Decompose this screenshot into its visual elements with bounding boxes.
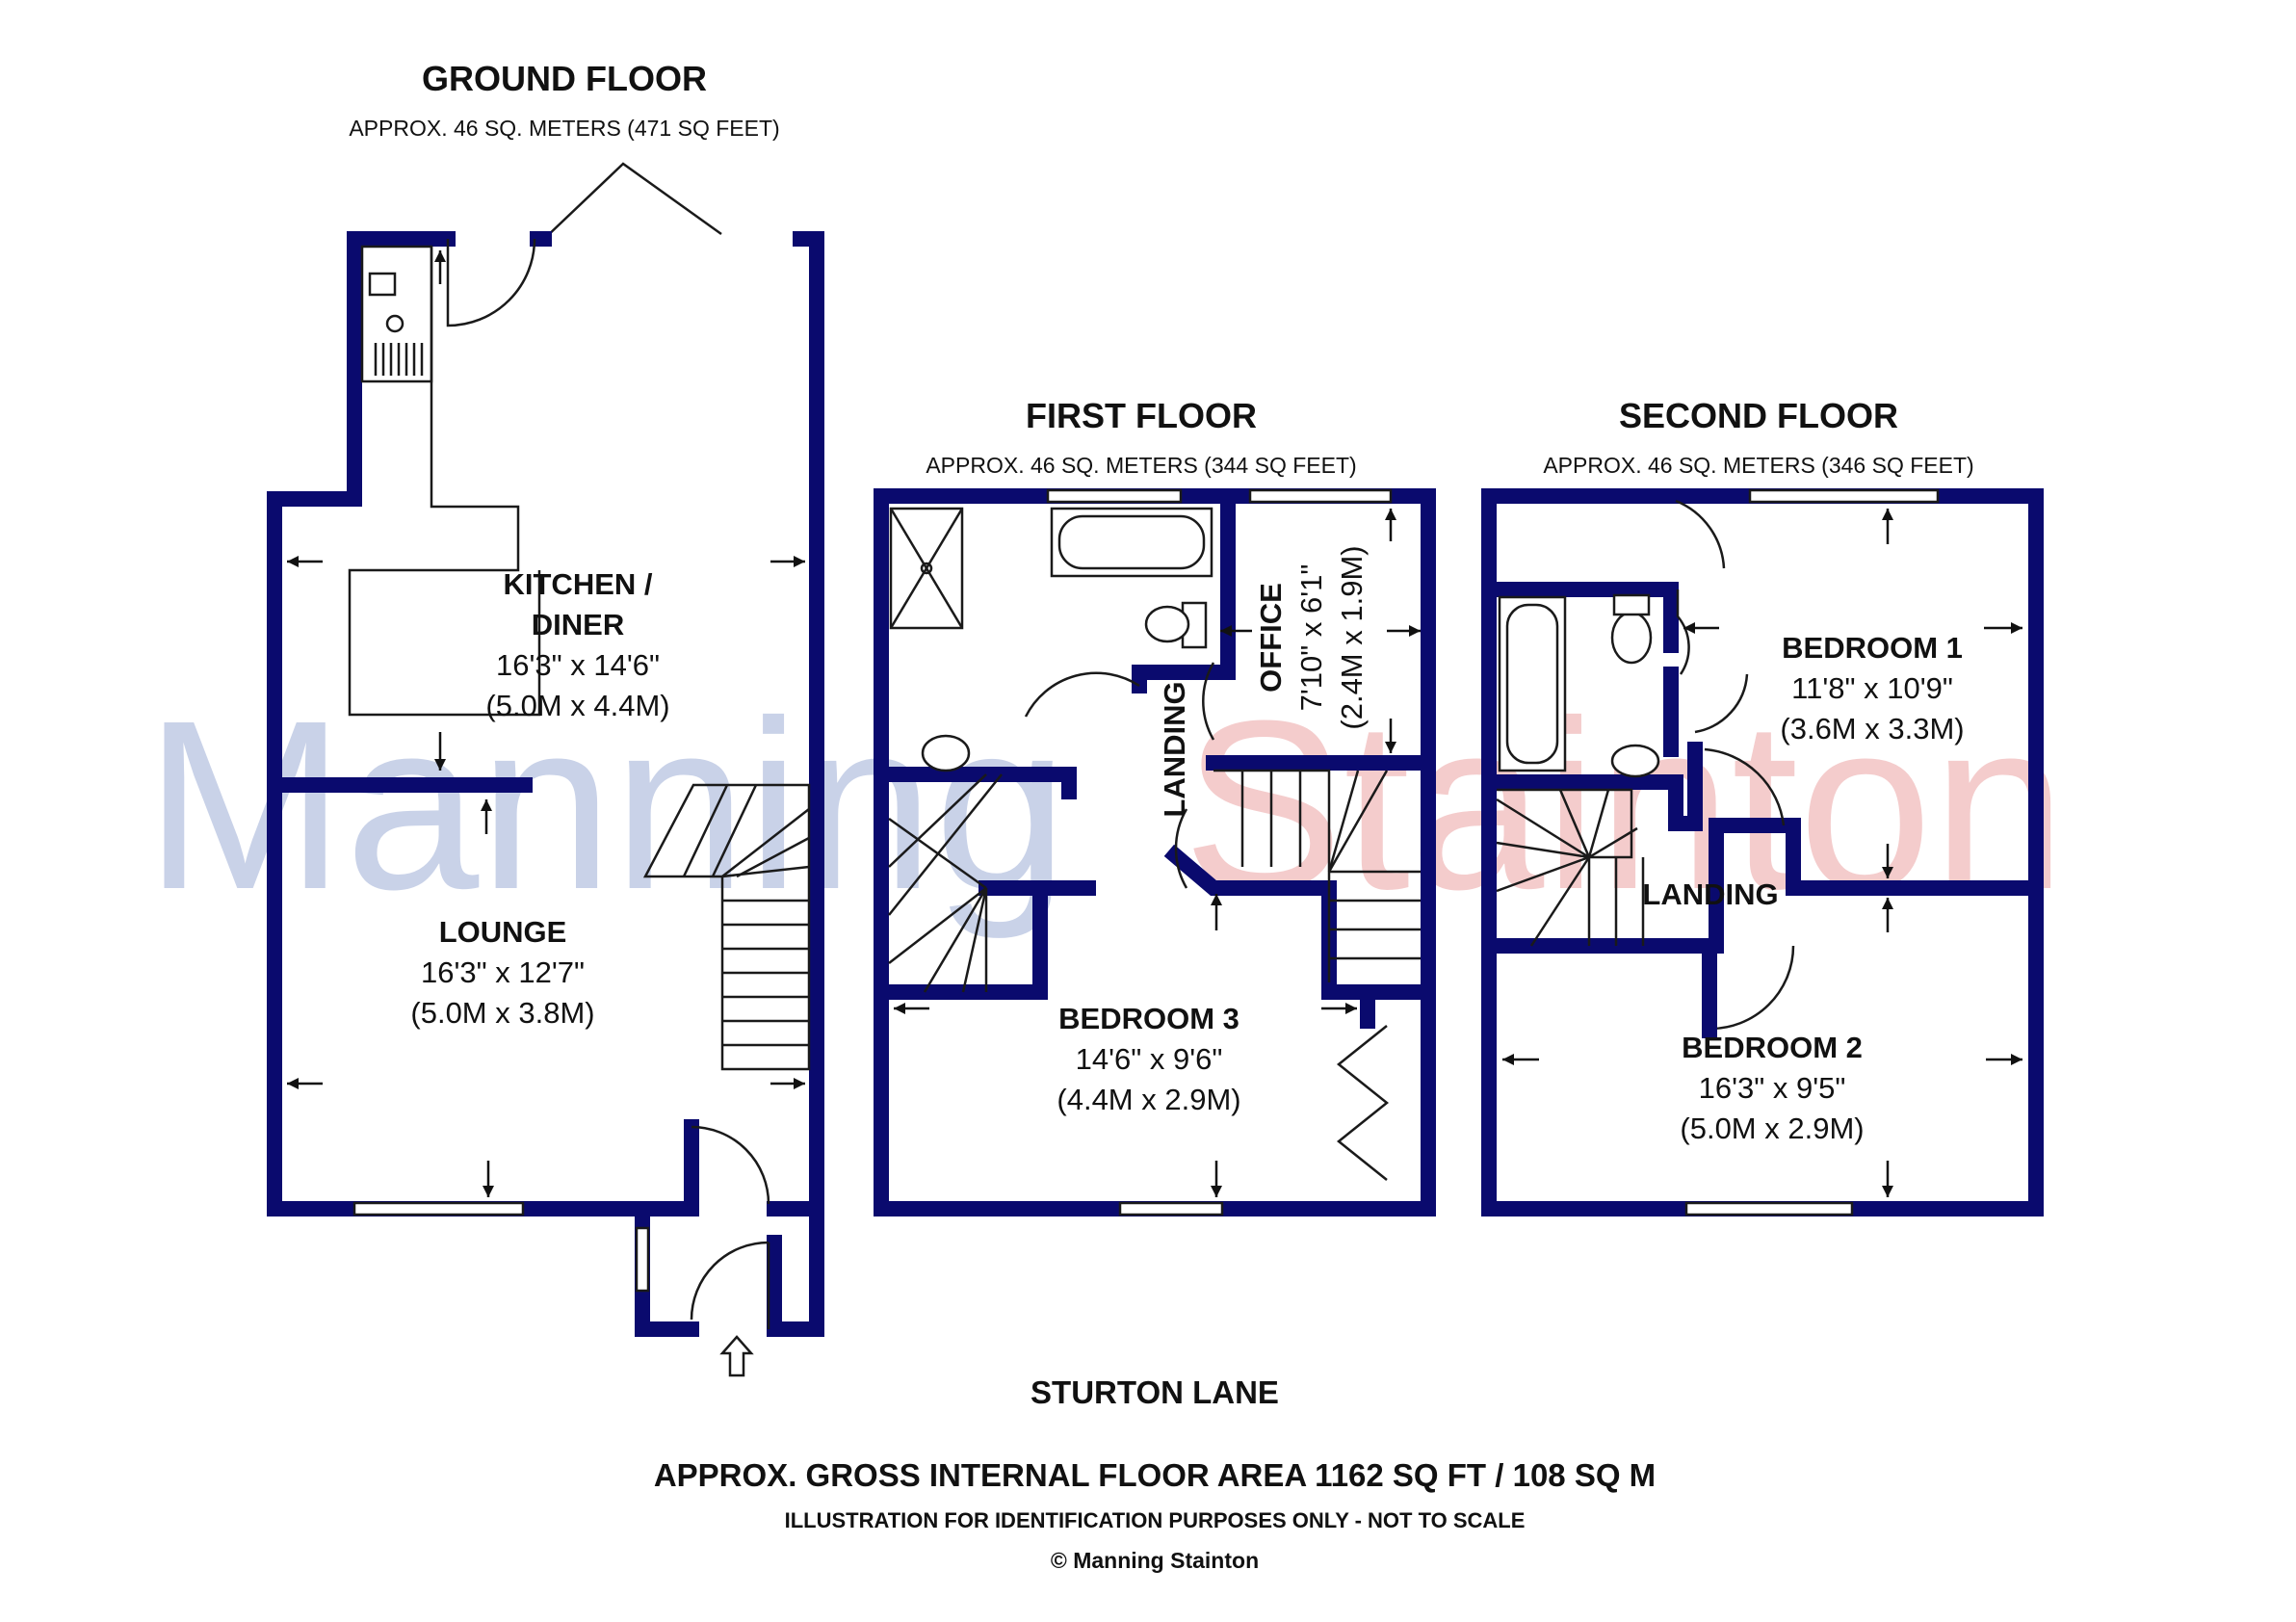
first-stairs-left [888,773,1003,993]
second-toilet-cistern [1612,593,1651,616]
ensuite-north-wall [1489,582,1679,624]
second-floor-area: APPROX. 46 SQ. METERS (346 SQ FEET) [1543,453,1973,478]
office-window [1248,488,1393,504]
kitchen-name-line1: KITCHEN / [504,567,653,601]
bathroom-south-wall [881,767,1077,799]
porch-window [635,1226,650,1293]
bedroom-divider [1786,818,2036,896]
second-toilet-bowl [1610,611,1653,665]
first-basin [921,734,971,772]
footer: STURTON LANE APPROX. GROSS INTERNAL FLOO… [654,1374,1656,1573]
kitchen-name-line2: DINER [532,608,624,641]
disclaimer: ILLUSTRATION FOR IDENTIFICATION PURPOSES… [785,1508,1526,1532]
bedroom3-window [1118,1201,1224,1216]
bathroom-east-wall [1132,488,1236,693]
stair-wall-left [881,880,1096,1000]
sink-drain [385,314,404,333]
ground-dimension-arrows [287,250,805,1197]
lounge-window [352,1201,525,1216]
street-name: STURTON LANE [1031,1374,1279,1410]
ensuite-south-wall [1489,774,1703,831]
front-door [690,1241,770,1329]
copyright: © Manning Stainton [1051,1548,1259,1573]
second-basin [1610,744,1660,778]
kitchen-metric: (5.0M x 4.4M) [485,689,669,722]
first-floor-area: APPROX. 46 SQ. METERS (344 SQ FEET) [926,453,1356,478]
second-bath [1498,595,1567,772]
ground-floor-area: APPROX. 46 SQ. METERS (471 SQ FEET) [349,116,779,141]
lounge-name: LOUNGE [439,915,567,949]
gross-area: APPROX. GROSS INTERNAL FLOOR AREA 1162 S… [654,1457,1656,1493]
kitchen-back-door [446,238,536,327]
first-floor-plan: FIRST FLOOR APPROX. 46 SQ. METERS (344 S… [874,396,1436,1216]
bedroom3-door [1174,808,1188,889]
office-door [1202,662,1215,741]
bedroom2-imperial: 16'3" x 9'5" [1699,1071,1846,1105]
ground-floor-plan: GROUND FLOOR APPROX. 46 SQ. METERS (471 … [267,59,824,1377]
second-dimension-arrows [1502,509,2022,1197]
bedroom1-name: BEDROOM 1 [1782,631,1963,665]
landing2-name: LANDING [1642,877,1778,911]
bathroom-window [1046,488,1183,504]
ground-wall-east [767,231,824,1337]
office-name: OFFICE [1254,583,1288,693]
landing1-name: LANDING [1158,681,1191,817]
bathroom-door [1024,671,1140,718]
porch-inner-door [691,1125,770,1205]
first-toilet-bowl [1144,605,1190,643]
wardrobe-doors [1336,1025,1390,1181]
watermark: Manning Stainton [144,670,2066,939]
office-imperial: 7'10" x 6'1" [1294,564,1328,712]
first-stairs-right [1213,769,1421,982]
bedroom1-window [1748,488,1940,504]
bay-outline [543,162,722,240]
ensuite-door [1694,673,1749,734]
bedroom2-metric: (5.0M x 2.9M) [1680,1112,1864,1145]
bedroom1-metric: (3.6M x 3.3M) [1780,712,1964,746]
bedroom2-window [1684,1201,1854,1216]
second-floor-plan: SECOND FLOOR APPROX. 46 SQ. METERS (346 … [1481,396,2044,1216]
bedroom1-imperial: 11'8" x 10'9" [1791,671,1953,705]
bedroom1-door [1704,747,1786,826]
bedroom3-metric: (4.4M x 2.9M) [1057,1083,1240,1116]
bedroom2-name: BEDROOM 2 [1682,1031,1863,1064]
ground-stairs [642,783,811,1071]
second-floor-title: SECOND FLOOR [1619,396,1898,435]
second-stairs [1496,788,1645,947]
bedroom2-door [1708,945,1795,1031]
first-dimension-arrows [894,509,1421,1197]
sink-bowl [368,272,397,297]
kitchen-worktop [348,247,541,717]
first-floor-title: FIRST FLOOR [1026,396,1257,435]
cupboard-door [1675,499,1726,569]
ground-floor-title: GROUND FLOOR [422,59,707,98]
bedroom3-imperial: 14'6" x 9'6" [1076,1042,1223,1076]
kitchen-imperial: 16'3" x 14'6" [496,648,660,682]
bedroom3-name: BEDROOM 3 [1058,1002,1239,1035]
entrance-arrow-icon [719,1335,754,1377]
bath-tub [1050,507,1213,578]
office-metric: (2.4M x 1.9M) [1335,545,1369,729]
watermark-manning: Manning [144,670,1068,939]
ground-wall-porch [635,1119,699,1337]
landing2-walls [1489,818,1801,954]
lounge-metric: (5.0M x 3.8M) [410,996,594,1030]
lounge-imperial: 16'3" x 12'7" [421,955,585,989]
